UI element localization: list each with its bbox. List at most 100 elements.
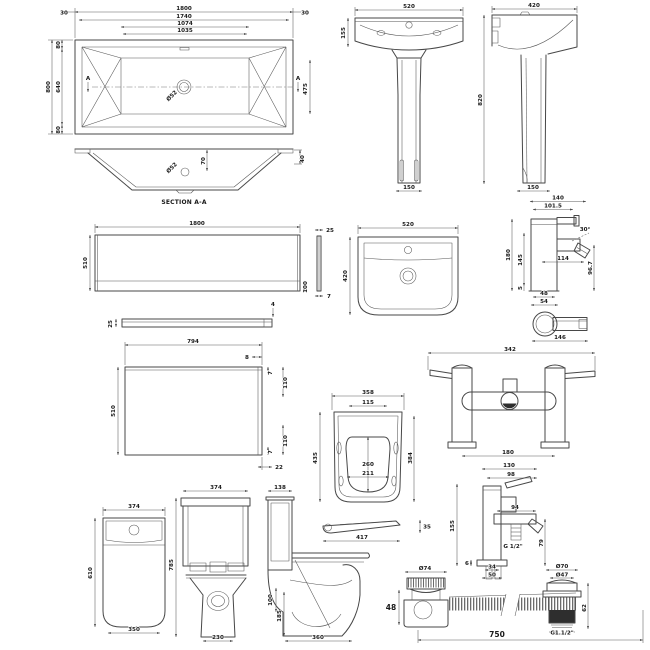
dim-panel-plan-edge: 4	[271, 302, 275, 308]
dim-wcs-base: 360	[312, 635, 324, 641]
bsm-side-dimensions	[455, 467, 547, 580]
bath-plan-dimensions	[48, 8, 312, 135]
waste-dimensions	[397, 568, 644, 643]
dim-bsms-spout: 94	[511, 505, 519, 511]
dim-section-waste-dia: Ø52	[165, 161, 179, 175]
section-caption: SECTION A-A	[161, 199, 206, 206]
dim-bath-margin-top: 80	[56, 41, 62, 49]
dim-basin-depth: 420	[528, 3, 540, 9]
tap-front-dimensions	[510, 200, 596, 307]
dim-wcs-trap-height: 100	[268, 594, 274, 606]
dim-bath-margin-bottom: 80	[56, 126, 62, 134]
bath-section-view: 70 Ø52 40 SECTION A-A	[74, 148, 307, 207]
dim-bath-inner1: 1074	[177, 21, 193, 27]
dim-basin-plan-depth: 420	[343, 270, 349, 282]
front-panel-view: 1800 510 100 25 7 25 4	[82, 220, 334, 328]
dim-basin-plan-width: 520	[402, 222, 414, 228]
dim-cistern-width: 374	[128, 504, 140, 510]
basin-pedestal-front-view: 520 155 150	[340, 3, 464, 193]
end-panel-dimensions	[116, 342, 285, 470]
section-marker-left: A	[86, 76, 91, 82]
dim-basin-total-height: 820	[478, 94, 484, 106]
end-panel-geometry	[124, 366, 263, 456]
mono-tap-front-view: 140 101.5 180 145 5 114 96.7 30° 48 54	[505, 195, 596, 307]
dim-bsms-w1: 34	[488, 565, 496, 571]
dim-tap-height: 180	[506, 249, 512, 261]
dim-bsm-width: 342	[504, 347, 516, 353]
dim-bath-inner-width: 475	[303, 83, 309, 95]
dim-tap-overall-width: 140	[552, 196, 564, 202]
basin-front-dimensions	[346, 7, 464, 193]
dim-basin-width: 520	[403, 4, 415, 10]
basin-side-dimensions	[482, 6, 578, 193]
dim-bsms-spout-height: 79	[539, 539, 545, 547]
dim-seat-bowl-length: 260	[362, 462, 374, 468]
dim-cistern-base: 350	[128, 627, 140, 633]
dim-waste-hose-length: 750	[489, 630, 505, 639]
dim-bsm-centres: 180	[502, 450, 514, 456]
dim-seat-hinge-centres: 115	[362, 400, 374, 406]
dim-tap-reach: 114	[557, 256, 569, 262]
bath-mixer-front-view: 342 180	[427, 346, 596, 458]
dim-wc-base: 230	[212, 635, 224, 641]
dim-seat-length-left: 435	[313, 452, 319, 464]
dim-wcs-outlet: 185	[277, 610, 283, 622]
mono-tap-plan-view: 146	[531, 311, 589, 343]
toilet-seat-plan-view: 358 115 435 384 260 211	[312, 389, 416, 503]
wc-side-view: 138 100 185 360	[265, 484, 370, 643]
dim-tap-handle-width: 101.5	[544, 204, 562, 210]
dim-basin-height: 155	[341, 27, 347, 39]
bsm-side-geometry	[476, 476, 544, 580]
dim-seat-side-length: 417	[356, 535, 368, 541]
wc-side-dimensions	[267, 489, 353, 643]
seat-side-geometry	[322, 520, 401, 534]
front-panel-dimensions	[88, 224, 324, 328]
front-panel-geometry	[94, 234, 322, 328]
dim-tap-plan-depth: 146	[554, 335, 566, 341]
dim-panel-plinth: 100	[303, 281, 309, 293]
dim-bath-inner-depth: 640	[56, 81, 62, 93]
end-panel-view: 794 8 510 7 110 7 110 22	[110, 338, 289, 471]
dim-wc-width: 374	[210, 485, 222, 491]
dim-section-waste-height: 70	[201, 157, 207, 165]
dim-bath-waste-dia: Ø52	[165, 89, 179, 103]
dim-tap-angle: 30°	[580, 227, 591, 233]
dim-pedestal-base: 150	[403, 185, 415, 191]
bath-section-dimensions	[205, 149, 302, 172]
bsm-front-geometry	[429, 364, 596, 449]
tap-front-geometry	[528, 215, 591, 292]
dim-bsms-height: 155	[450, 520, 456, 532]
dim-wc-height: 785	[169, 559, 175, 571]
dim-seat-width: 358	[362, 390, 374, 396]
dim-endpanel-width: 794	[187, 339, 199, 345]
cistern-geometry	[102, 517, 166, 628]
toilet-seat-side-view: 35 417	[322, 519, 432, 543]
dim-endpanel-t1: 7	[268, 371, 274, 375]
tap-plan-geometry	[532, 311, 588, 337]
dim-panel-height: 510	[83, 257, 89, 269]
dim-waste-height: 62	[582, 604, 588, 612]
dim-endpanel-l2: 110	[283, 435, 289, 447]
dim-waste-plug-dia: Ø74	[419, 565, 432, 572]
dim-endpanel-height: 510	[111, 405, 117, 417]
basin-plan-view: 520 420	[342, 221, 459, 316]
dim-seat-length-right: 384	[408, 452, 414, 464]
dim-waste-top-dia: Ø70	[556, 563, 569, 570]
bath-section-geometry	[74, 148, 294, 194]
cistern-front-view: 374 610 350	[87, 503, 166, 635]
basin-plan-dimensions	[348, 225, 459, 316]
dim-seat-bowl-width: 211	[362, 471, 374, 477]
basin-front-geometry	[354, 17, 464, 184]
bath-plan-view: 1800 30 30 1740 1074 1035 800 80 640 80 …	[45, 5, 312, 135]
bath-waste-view: Ø74 48 Ø70 Ø47 62 G1.1/2" 750	[385, 562, 644, 643]
dim-bath-inner2: 1035	[177, 28, 193, 34]
wc-front-view: 374 785 230	[168, 484, 251, 643]
dim-waste-plug-height: 48	[386, 603, 396, 612]
dim-bsms-depth: 130	[503, 463, 515, 469]
seat-side-dimensions	[322, 519, 422, 543]
dim-cistern-height: 610	[88, 567, 94, 579]
dim-endpanel-edge: 8	[245, 355, 249, 361]
dim-endpanel-l1: 110	[283, 377, 289, 389]
dim-tap-spout-drop: 96.7	[588, 261, 594, 275]
